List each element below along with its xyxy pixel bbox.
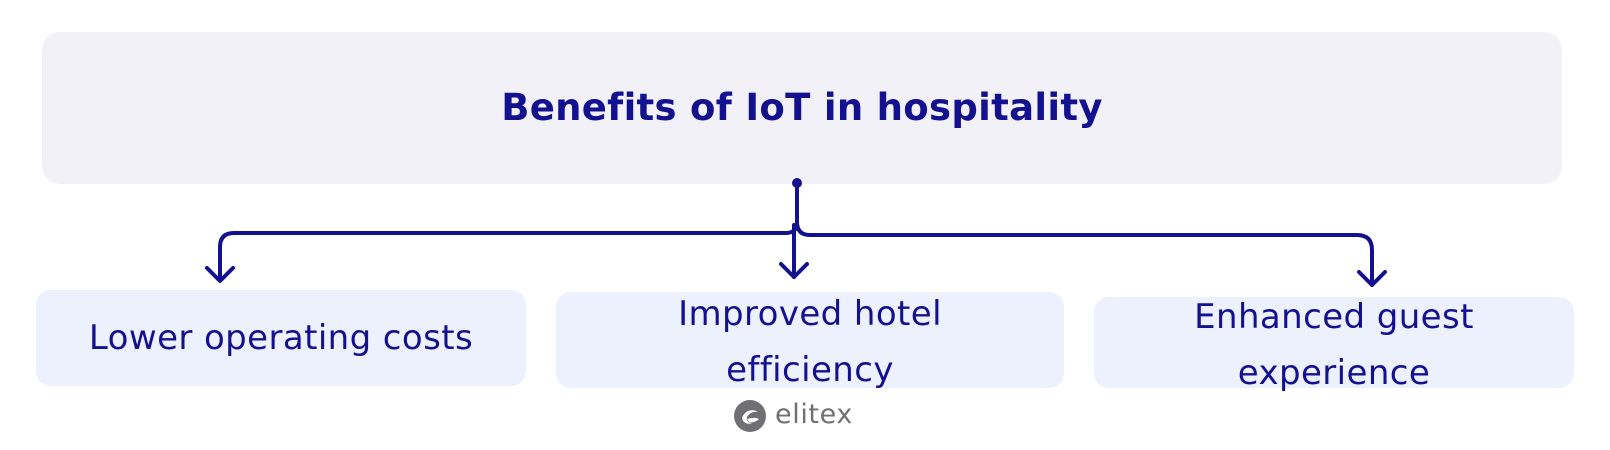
benefit-box-enhanced-guest-experience: Enhanced guest experience (1094, 297, 1574, 393)
elitex-logo-icon (734, 400, 766, 432)
arrowhead-center (779, 262, 809, 279)
elitex-wordmark: elitex (775, 398, 853, 430)
benefit-label: Enhanced guest experience (1194, 296, 1474, 393)
arrowhead-right (1357, 270, 1387, 287)
benefit-box-lower-operating-costs: Lower operating costs (36, 290, 526, 386)
diagram-title: Benefits of IoT in hospitality (501, 85, 1103, 129)
diagram-root-box: Benefits of IoT in hospitality (42, 32, 1562, 184)
connector-branch-left (218, 220, 799, 282)
benefit-box-improved-hotel-efficiency: Improved hotel efficiency (556, 292, 1064, 390)
connector-branch-right (795, 220, 1374, 287)
elitex-logo: elitex (733, 398, 853, 434)
benefit-label: Lower operating costs (88, 318, 474, 358)
arrowhead-left (205, 266, 235, 283)
benefit-label: Improved hotel efficiency (678, 294, 942, 390)
